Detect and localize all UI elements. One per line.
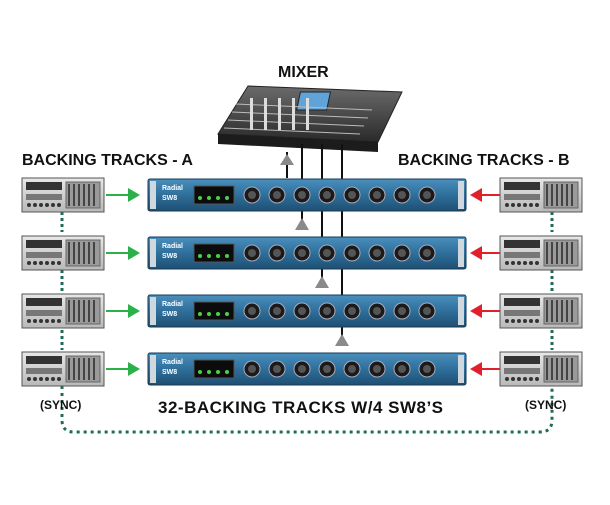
recorder-a-4 — [21, 351, 105, 387]
sync-left-label: (SYNC) — [40, 398, 82, 412]
mixer-arrows — [280, 154, 349, 346]
arrow-red-4 — [470, 362, 482, 376]
recorder-b-2 — [499, 235, 583, 271]
model-label: SW8 — [162, 253, 177, 260]
caption: 32-BACKING TRACKS W/4 SW8’S — [158, 398, 444, 417]
backing-tracks-a-label: BACKING TRACKS - A — [22, 152, 193, 169]
mixer-label: MIXER — [278, 64, 329, 81]
arrow-red-3 — [470, 304, 482, 318]
brand-label: Radial — [162, 243, 183, 250]
arrow-red-2 — [470, 246, 482, 260]
arrow-green-2 — [128, 246, 140, 260]
arrow-red-1 — [470, 188, 482, 202]
recorder-a-2 — [21, 235, 105, 271]
sync-right-label: (SYNC) — [525, 398, 567, 412]
backing-tracks-b-label: BACKING TRACKS - B — [398, 152, 570, 169]
recorder-b-1 — [499, 177, 583, 213]
arrow-green-3 — [128, 304, 140, 318]
arrow-green-4 — [128, 362, 140, 376]
sync-line — [60, 372, 554, 434]
model-label: SW8 — [162, 369, 177, 376]
recorder-b-4 — [499, 351, 583, 387]
arrow-green-1 — [128, 188, 140, 202]
model-label: SW8 — [162, 311, 177, 318]
mixer-console — [217, 85, 403, 152]
recorder-a-3 — [21, 293, 105, 329]
brand-label: Radial — [162, 301, 183, 308]
brand-label: Radial — [162, 359, 183, 366]
recorder-b-3 — [499, 293, 583, 329]
brand-label: Radial — [162, 185, 183, 192]
model-label: SW8 — [162, 195, 177, 202]
recorder-a-1 — [21, 177, 105, 213]
